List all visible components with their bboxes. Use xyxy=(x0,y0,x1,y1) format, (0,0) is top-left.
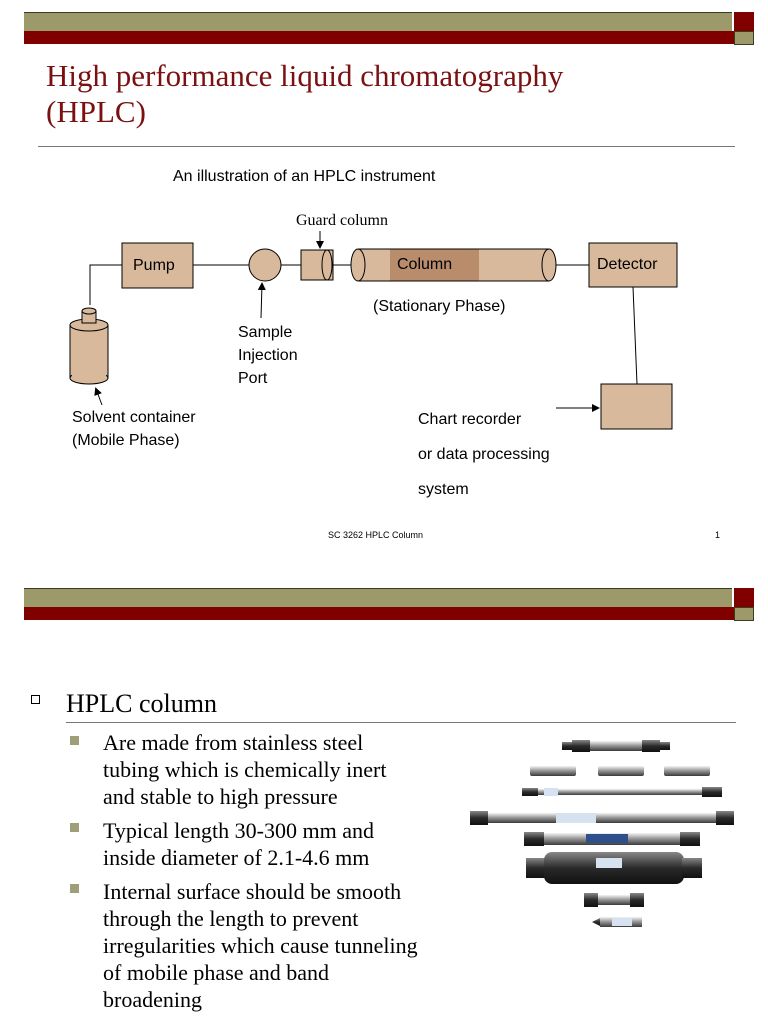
recorder-box xyxy=(600,383,673,430)
header-square-maroon xyxy=(734,12,754,31)
diagram-caption: An illustration of an HPLC instrument xyxy=(173,168,436,185)
slide-title-line-2: (HPLC) xyxy=(46,94,146,129)
section-heading: HPLC column xyxy=(66,689,217,718)
bullet-1-line-1: Are made from stainless steel xyxy=(103,730,364,755)
guard-column-label: Guard column xyxy=(296,212,388,229)
detector-box xyxy=(588,242,678,288)
header-bar-maroon xyxy=(24,31,734,44)
slide-title-line-1: High performance liquid chromatography xyxy=(46,58,564,93)
detector-label: Detector xyxy=(597,256,658,273)
column-label: Column xyxy=(397,256,453,273)
column-photo-7 xyxy=(584,893,644,907)
column-icon xyxy=(350,248,557,282)
recorder-label-line-2: or data processing xyxy=(418,446,550,463)
sub-bullet-icon xyxy=(70,884,79,893)
bullet-item-2: Typical length 30-300 mm and inside diam… xyxy=(103,817,374,871)
column-photo-5 xyxy=(524,832,700,846)
solvent-to-pump-line xyxy=(89,264,122,305)
hplc-diagram xyxy=(69,231,678,430)
bullet-3-line-3: irregularities which cause tunneling xyxy=(103,933,418,958)
column-photo-2 xyxy=(530,766,710,776)
solvent-container-label: Solvent container (Mobile Phase) xyxy=(72,406,196,452)
sample-port-line-1: Sample xyxy=(238,324,293,341)
bullet-2-line-1: Typical length 30-300 mm and xyxy=(103,818,374,843)
bullet-2-line-2: inside diameter of 2.1-4.6 mm xyxy=(103,845,370,870)
bullet-3-line-2: through the length to prevent xyxy=(103,906,359,931)
pump-box xyxy=(121,242,194,289)
recorder-label: Chart recorder or data processing system xyxy=(418,402,550,507)
column-photo-6 xyxy=(526,852,702,884)
column-photo-1 xyxy=(562,740,670,752)
sub-bullet-icon xyxy=(70,823,79,832)
header-bar-maroon-2 xyxy=(24,607,734,620)
header-square-maroon-2 xyxy=(734,588,754,607)
heading-rule xyxy=(66,722,736,723)
injection-port-icon xyxy=(248,248,282,282)
column-photo-3 xyxy=(522,787,722,797)
bullet-item-1: Are made from stainless steel tubing whi… xyxy=(103,729,387,810)
recorder-label-line-1: Chart recorder xyxy=(418,411,522,428)
solvent-arrow xyxy=(94,387,103,406)
guard-column-icon xyxy=(300,249,334,281)
solvent-label-line-1: Solvent container xyxy=(72,409,196,426)
header-bar-olive xyxy=(24,12,732,33)
bullet-3-line-5: broadening xyxy=(103,987,202,1012)
bullet-3-line-1: Internal surface should be smooth xyxy=(103,879,402,904)
solvent-label-line-2: (Mobile Phase) xyxy=(72,432,180,449)
bullet-1-line-3: and stable to high pressure xyxy=(103,784,338,809)
sample-port-line-3: Port xyxy=(238,370,268,387)
stationary-phase-label: (Stationary Phase) xyxy=(373,298,506,315)
bullet-1-line-2: tubing which is chemically inert xyxy=(103,757,387,782)
column-photo-8 xyxy=(592,917,642,927)
slide-title: High performance liquid chromatography (… xyxy=(46,58,726,130)
pump-label: Pump xyxy=(133,257,175,274)
bullet-3-line-4: of mobile phase and band xyxy=(103,960,330,985)
recorder-label-line-3: system xyxy=(418,481,469,498)
header-square-olive xyxy=(734,31,754,45)
header-square-olive-2 xyxy=(734,607,754,621)
solvent-container-icon xyxy=(69,307,109,385)
column-photo-4 xyxy=(470,811,734,825)
bullet-item-3: Internal surface should be smooth throug… xyxy=(103,878,418,1013)
sample-port-label: Sample Injection Port xyxy=(238,321,298,390)
title-rule xyxy=(38,146,735,147)
header-bar-olive-2 xyxy=(24,588,732,609)
hplc-columns-photo xyxy=(470,740,734,927)
sub-bullet-icon xyxy=(70,736,79,745)
heading-bullet-icon xyxy=(31,695,40,704)
detector-to-recorder-line xyxy=(632,286,638,385)
slide-page-number: 1 xyxy=(715,530,721,540)
slide-footer-text: SC 3262 HPLC Column xyxy=(328,530,424,540)
sample-port-arrow xyxy=(257,282,266,319)
sample-port-line-2: Injection xyxy=(238,347,298,364)
